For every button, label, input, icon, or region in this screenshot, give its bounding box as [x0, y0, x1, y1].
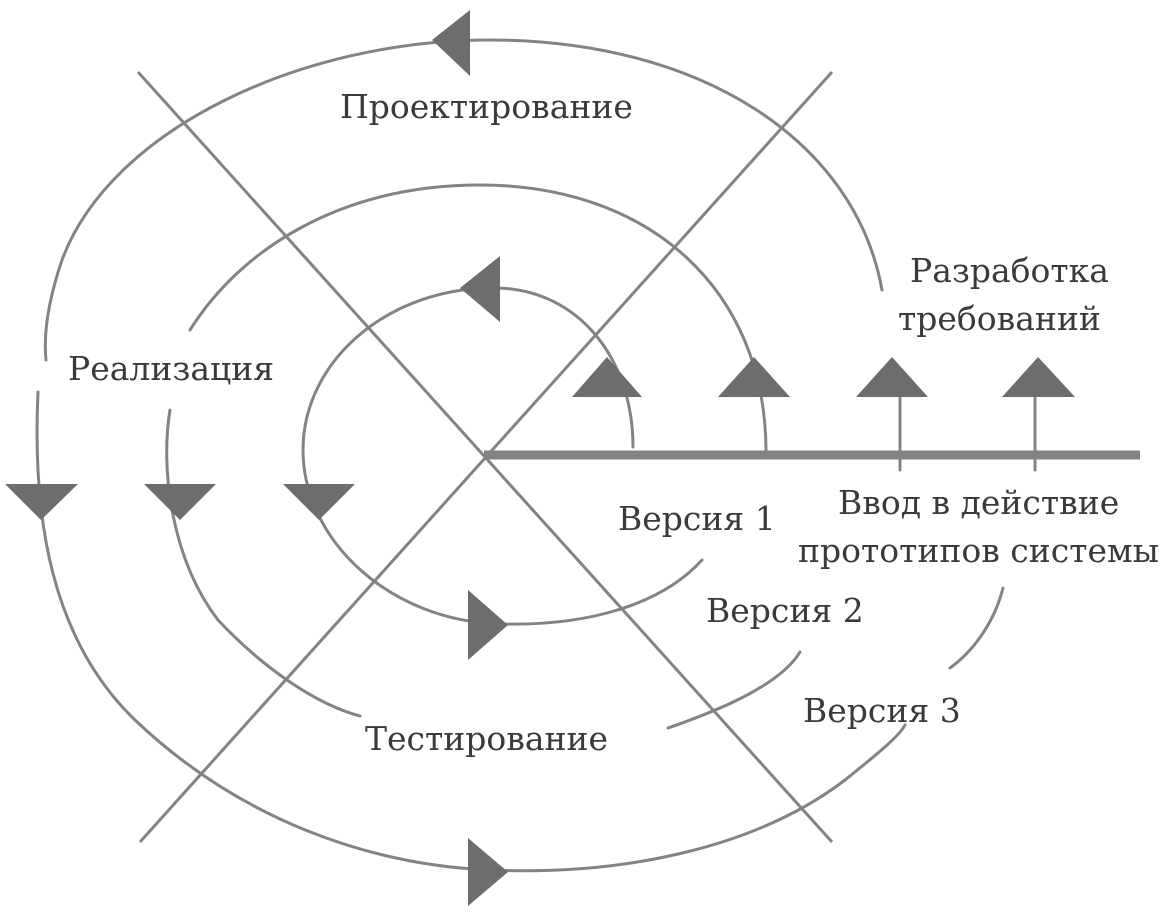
- arrow-right-icon: [468, 838, 508, 906]
- label-deployment-line1: Ввод в действие: [838, 483, 1119, 522]
- spiral-turn-inner: [301, 286, 704, 626]
- spiral-turn-middle: [188, 183, 768, 454]
- arrow-up-icon: [718, 357, 790, 397]
- arrow-down-icon: [144, 484, 216, 520]
- arrow-right-icon: [468, 590, 508, 660]
- label-version-3: Версия 3: [803, 691, 961, 730]
- arrow-up-icon: [572, 357, 642, 397]
- spiral-turn-middle-tail: [666, 650, 802, 730]
- arrow-up-icon: [1002, 357, 1075, 397]
- spiral-turn-outer-tail: [948, 586, 1005, 670]
- label-version-2: Версия 2: [706, 591, 864, 630]
- label-testing: Тестирование: [365, 719, 608, 758]
- arrow-left-icon: [432, 10, 470, 76]
- label-version-1: Версия 1: [618, 499, 776, 538]
- spiral-turn-outer: [43, 38, 884, 362]
- label-deployment-line2: прототипов системы: [798, 531, 1159, 570]
- label-requirements-line2: требований: [898, 299, 1101, 338]
- label-requirements-line1: Разработка: [910, 251, 1109, 290]
- label-implementation: Реализация: [68, 349, 274, 388]
- arrow-down-icon: [5, 484, 78, 520]
- label-design: Проектирование: [340, 87, 633, 126]
- arrow-left-icon: [460, 256, 500, 322]
- spiral-turn-middle-lower: [165, 408, 362, 718]
- spiral-turn-outer-lower: [35, 390, 907, 873]
- arrow-up-icon: [856, 357, 928, 397]
- arrow-down-icon: [283, 484, 355, 520]
